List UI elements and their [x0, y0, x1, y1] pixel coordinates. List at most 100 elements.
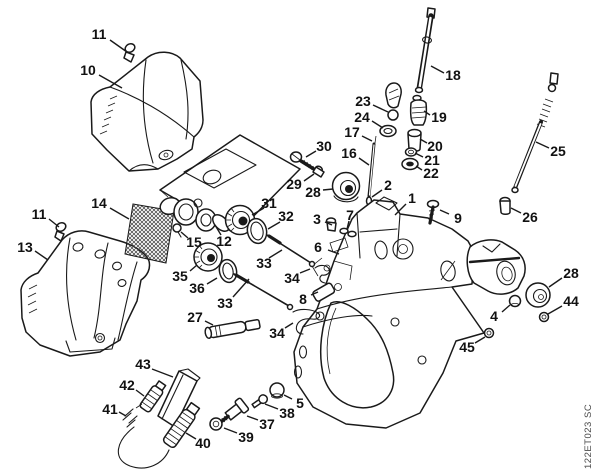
callout-42-42: 42 — [119, 377, 135, 393]
dome-part-5 — [269, 382, 285, 399]
tube-part-27 — [204, 318, 261, 340]
callout-15-24: 15 — [186, 234, 202, 250]
callout-30-7: 30 — [316, 138, 332, 154]
callout-25-15: 25 — [550, 143, 566, 159]
callout-leader-11-20 — [48, 218, 60, 228]
screw-part-38 — [251, 394, 269, 409]
callout-leader-2-14 — [371, 189, 383, 198]
callout-leader-38-47 — [264, 403, 279, 410]
callout-leader-36-31 — [206, 277, 218, 285]
callout-leader-18-2 — [430, 65, 445, 74]
callout-leader-34-35 — [284, 322, 294, 329]
callout-leader-14-19 — [109, 207, 130, 220]
callout-leader-8-33 — [310, 291, 319, 296]
callout-leader-1-16 — [394, 203, 407, 216]
callout-8-33: 8 — [299, 291, 307, 307]
callout-28-13: 28 — [305, 184, 321, 200]
callout-27-34: 27 — [187, 309, 203, 325]
cap-part-4 — [508, 294, 522, 308]
hook-part-34-lower — [292, 308, 321, 335]
callout-leader-40-44 — [185, 432, 197, 440]
callout-leader-21-10 — [414, 152, 424, 158]
callout-leader-3-21 — [324, 221, 333, 226]
top-cover-part-10 — [90, 51, 204, 172]
grommet-part-28-left — [331, 171, 361, 203]
callout-leader-34-29 — [299, 268, 311, 274]
callout-leader-11-0 — [109, 39, 128, 53]
callout-leader-41-43 — [118, 411, 127, 417]
callout-34-29: 34 — [284, 270, 300, 286]
callout-43-41: 43 — [135, 356, 151, 372]
callout-33-28: 33 — [256, 255, 272, 271]
callout-leader-9-17 — [439, 209, 450, 215]
callout-leader-27-34 — [204, 320, 214, 326]
callout-28-36: 28 — [563, 265, 579, 281]
callout-leader-5-48 — [283, 394, 293, 400]
callout-39-45: 39 — [238, 429, 254, 445]
carburetor-parts — [159, 196, 230, 238]
spring-rod-part-33-lower — [233, 273, 294, 311]
callout-9-17: 9 — [454, 210, 462, 226]
rod-part-25 — [511, 72, 559, 194]
grommet-part-28-right — [525, 282, 551, 308]
callout-leader-4-38 — [501, 304, 511, 313]
callout-29-12: 29 — [286, 176, 302, 192]
spring-rod-part-33-upper — [266, 234, 316, 268]
ring-part-21 — [404, 147, 418, 157]
callout-40-44: 40 — [195, 435, 211, 451]
callout-leader-17-6 — [361, 135, 373, 142]
handle-opening — [319, 301, 395, 409]
bolt-part-11-left — [54, 222, 67, 242]
plug-part-15 — [172, 223, 182, 238]
callout-leader-32-27 — [267, 221, 281, 230]
callout-5-48: 5 — [296, 395, 304, 411]
callout-11-0: 11 — [92, 26, 107, 42]
callout-20-9: 20 — [427, 138, 443, 154]
callout-leader-45-39 — [474, 336, 486, 344]
hook-part-34-upper — [314, 264, 330, 284]
callout-32-27: 32 — [278, 208, 294, 224]
callout-leader-24-4 — [371, 120, 384, 129]
connector-part-40 — [162, 401, 201, 449]
cover-vent-slots — [99, 95, 118, 135]
callout-37-46: 37 — [259, 416, 275, 432]
callout-leader-25-15 — [535, 141, 550, 149]
callout-1-16: 1 — [408, 190, 416, 206]
callout-36-31: 36 — [189, 280, 205, 296]
cylinder-part-26 — [499, 196, 511, 215]
callout-leader-6-40 — [327, 249, 340, 255]
callout-leader-15-24 — [180, 231, 189, 239]
callout-23-3: 23 — [355, 93, 371, 109]
callout-10-1: 10 — [80, 62, 96, 78]
callout-44-37: 44 — [563, 293, 579, 309]
callout-leader-22-11 — [415, 165, 423, 171]
callout-35-30: 35 — [172, 268, 188, 284]
callout-18-2: 18 — [445, 67, 461, 83]
callout-31-26: 31 — [261, 195, 277, 211]
callout-leader-28-36 — [548, 277, 563, 288]
callout-leader-44-37 — [547, 305, 563, 315]
callout-3-21: 3 — [313, 211, 321, 227]
cover-vent-slots-left — [27, 284, 38, 314]
callout-33-32: 33 — [217, 295, 233, 311]
callout-2-14: 2 — [384, 177, 392, 193]
plug-part-29 — [312, 165, 325, 178]
nut-part-44 — [538, 311, 550, 323]
ball-part-23 — [387, 109, 399, 121]
callout-leader-10-1 — [98, 74, 123, 89]
callout-12-25: 12 — [216, 233, 232, 249]
screw-part-30 — [289, 151, 319, 173]
annular-buffer-part-35 — [193, 242, 223, 272]
callout-16-8: 16 — [341, 145, 357, 161]
callout-21-10: 21 — [424, 152, 440, 168]
av-mount-block — [466, 239, 526, 295]
callout-19-5: 19 — [431, 109, 447, 125]
callout-leader-43-41 — [151, 368, 174, 378]
callout-leader-23-3 — [372, 104, 389, 113]
callout-4-38: 4 — [490, 308, 498, 324]
bolt-part-11-top — [123, 43, 136, 63]
callout-17-6: 17 — [344, 124, 360, 140]
rod-part-18 — [414, 7, 436, 94]
nut-part-45 — [483, 327, 495, 339]
